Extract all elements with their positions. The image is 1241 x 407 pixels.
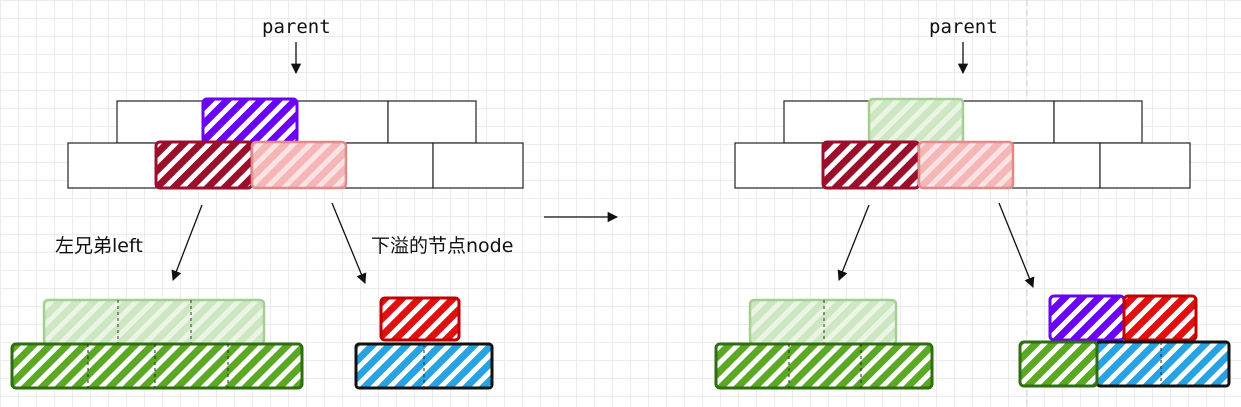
left-sibling-node-left <box>10 298 304 390</box>
parent-node-bottom-row-left <box>67 140 524 190</box>
node-top-key-red <box>379 296 461 342</box>
parent-cell <box>961 100 1055 144</box>
node-arrow-right <box>998 202 1035 288</box>
before-state: parent 左兄弟left 下溢的节点node <box>10 16 524 390</box>
parent-node-bottom-row-right <box>734 140 1191 190</box>
parent-node-top-row-right <box>783 97 1143 145</box>
left-sibling-label: 左兄弟left <box>55 235 143 257</box>
moved-pointer-green <box>1018 340 1099 388</box>
underflow-node-left <box>354 296 494 390</box>
child-pointer-left-sibling <box>821 140 921 190</box>
parent-cell <box>783 100 873 144</box>
separator-key-light-green <box>867 97 965 145</box>
child-pointer-left-sibling <box>154 140 254 190</box>
moved-separator-purple <box>1048 294 1126 342</box>
left-sibling-top-keys <box>42 298 266 346</box>
parent-cell <box>1011 142 1101 189</box>
parent-node-top-row-left <box>116 97 477 145</box>
left-sibling-node-right <box>714 298 934 390</box>
left-sibling-bottom-keys <box>10 342 304 390</box>
parent-label-right: parent <box>929 16 998 38</box>
after-state: parent <box>714 16 1231 390</box>
parent-cell <box>116 100 206 144</box>
parent-cell <box>734 142 824 189</box>
parent-cell <box>1099 142 1191 189</box>
parent-label-left: parent <box>262 16 331 38</box>
left-sibling-arrow-right <box>837 204 870 281</box>
underflow-node-right <box>1018 294 1231 388</box>
parent-cell <box>344 142 434 189</box>
child-pointer-node <box>917 140 1015 190</box>
node-arrow-left <box>331 202 367 284</box>
parent-cell <box>296 100 389 144</box>
left-sibling-bottom-keys <box>714 342 934 390</box>
parent-cell <box>387 100 477 144</box>
node-top-key-red <box>1122 294 1198 342</box>
node-bottom-keys-blue <box>1095 340 1231 388</box>
left-sibling-top-keys <box>748 298 898 346</box>
parent-cell <box>432 142 524 189</box>
left-sibling-arrow-left <box>171 204 203 281</box>
overflow-node-label: 下溢的节点node <box>371 235 513 257</box>
parent-cell <box>67 142 157 189</box>
parent-cell <box>1053 100 1143 144</box>
separator-key-purple <box>201 97 299 145</box>
child-pointer-node <box>250 140 348 190</box>
